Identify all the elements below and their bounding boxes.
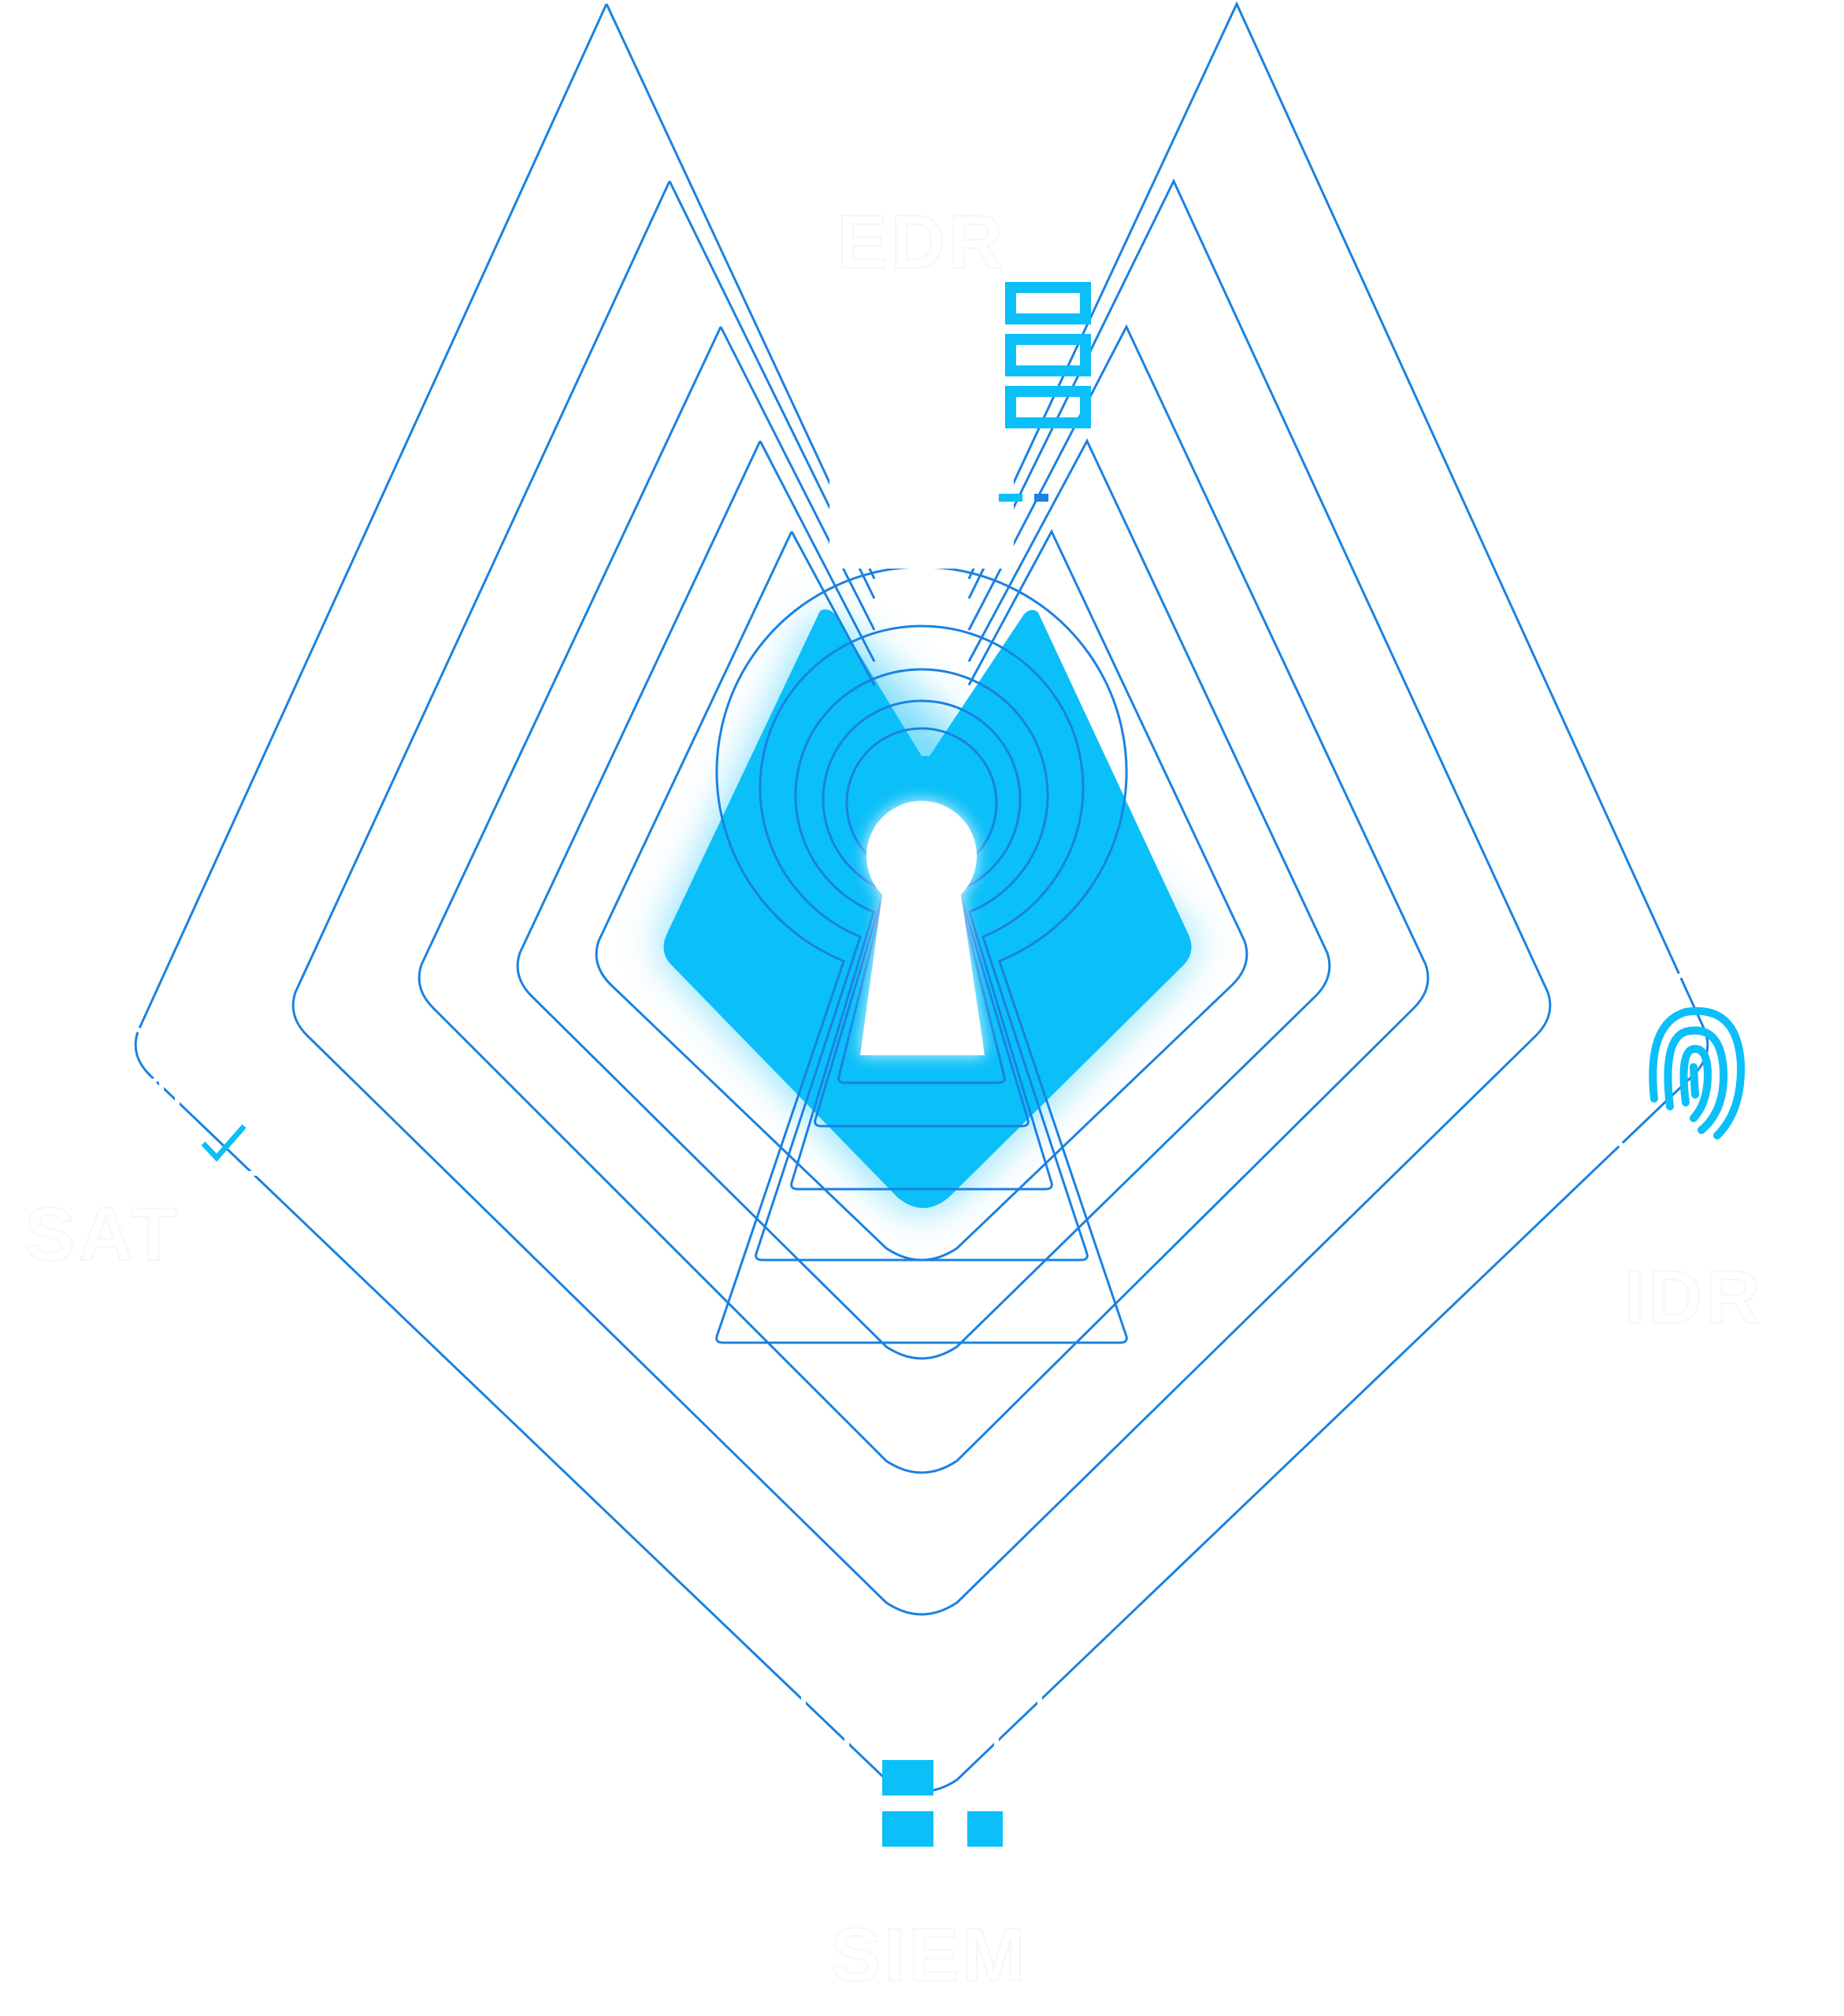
keyhole-outline <box>814 699 1030 1128</box>
label-bottom: SIEM <box>831 1913 1029 1997</box>
nested-keyholes <box>715 565 1128 1344</box>
keyhole-icon <box>860 801 985 1055</box>
graduation-certificate-icon <box>18 1013 282 1176</box>
label-top: EDR <box>837 200 1007 284</box>
keyhole-outline <box>837 727 1006 1084</box>
server-stack-icon <box>829 282 1091 569</box>
keyhole-outline <box>715 565 1128 1344</box>
fingerprint-icon <box>1593 969 1779 1184</box>
label-left: SAT <box>25 1192 180 1277</box>
keyhole-outline <box>790 668 1053 1191</box>
keyhole-outline <box>755 624 1089 1262</box>
grid-blocks-icon <box>801 1623 1042 1916</box>
shield-outline <box>516 438 1331 1360</box>
label-right: IDR <box>1623 1255 1763 1340</box>
